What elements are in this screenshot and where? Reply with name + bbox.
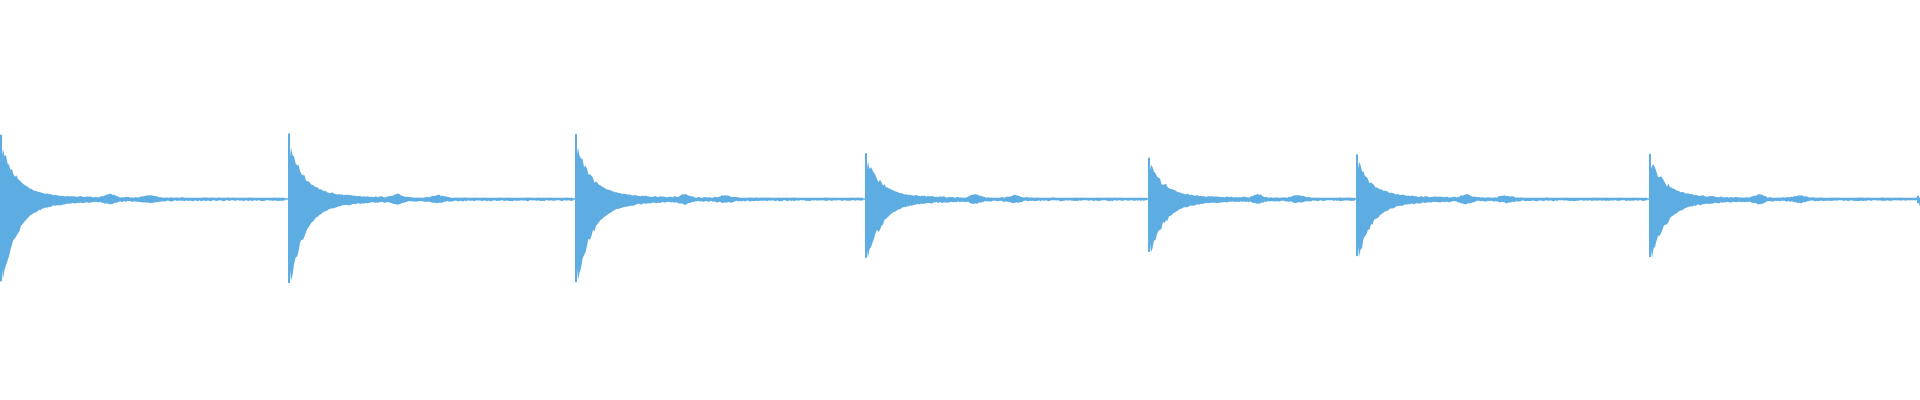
- transient-group: [0, 133, 1920, 283]
- transient-6: [1356, 161, 1647, 257]
- transient-5: [1148, 164, 1355, 253]
- transient-1: [0, 148, 285, 279]
- transient-3: [575, 147, 863, 281]
- transient-4: [865, 161, 1147, 258]
- transient-7: [1649, 164, 1919, 258]
- transient-2: [288, 147, 573, 281]
